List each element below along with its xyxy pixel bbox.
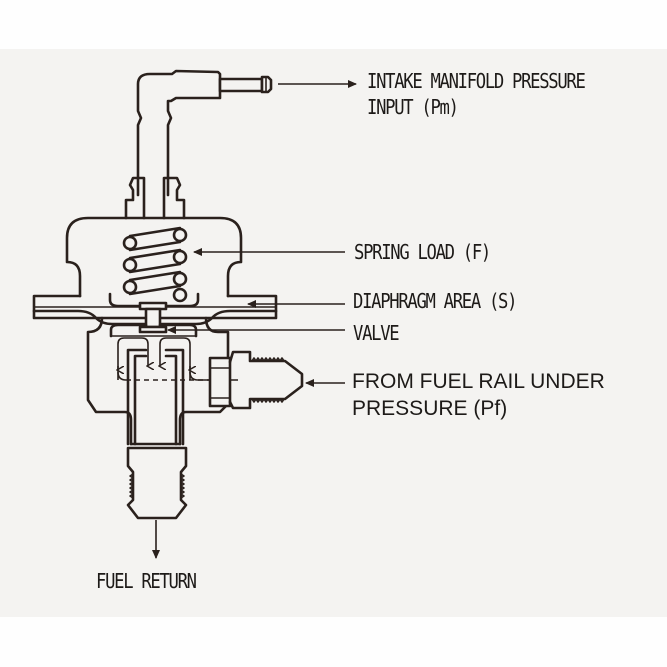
spring <box>122 226 188 303</box>
valve-label: VALVE <box>353 321 400 345</box>
lower-body <box>86 316 230 446</box>
top-neck <box>124 176 186 220</box>
return-fitting <box>126 446 188 520</box>
intake-elbow-fitting <box>136 69 273 197</box>
intake-label-line2: INPUT (Pm) <box>367 95 459 119</box>
fuel-rail-label-line2: PRESSURE (Pf) <box>352 397 508 420</box>
fuel-rail-label-line1: FROM FUEL RAIL UNDER <box>352 370 605 393</box>
flow-arrows <box>118 337 238 381</box>
spring-label: SPRING LOAD (F) <box>354 240 491 264</box>
fuel-return-label: FUEL RETURN <box>96 569 197 593</box>
diaphragm-label: DIAPHRAGM AREA (S) <box>353 289 517 313</box>
intake-label-line1: INTAKE MANIFOLD PRESSURE <box>367 69 586 93</box>
upper-housing <box>32 216 278 320</box>
inlet-fitting <box>208 350 304 410</box>
diaphragm <box>32 292 278 329</box>
